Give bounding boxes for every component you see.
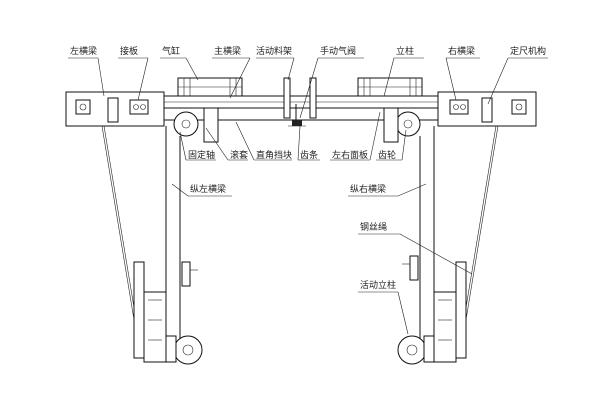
label-left-crossbeam: 左横梁 bbox=[70, 45, 97, 57]
right-bracket bbox=[409, 255, 419, 281]
right-weight-block bbox=[433, 291, 457, 363]
label-movable-rack: 活动料架 bbox=[256, 45, 292, 57]
bottom-assembly-right bbox=[397, 261, 467, 365]
movable-rack-post bbox=[283, 77, 291, 119]
right-bolt-plate bbox=[511, 99, 527, 115]
label-gear: 齿轮 bbox=[378, 149, 396, 161]
label-connecting-plate: 接板 bbox=[120, 45, 138, 57]
vertical-frame bbox=[165, 126, 435, 360]
left-wheel bbox=[173, 335, 203, 365]
label-longitudinal-left-beam: 纵左横梁 bbox=[190, 183, 226, 195]
label-air-cylinder: 气缸 bbox=[162, 45, 180, 57]
bolt-icon bbox=[140, 104, 146, 110]
right-gear bbox=[395, 111, 421, 137]
label-right-crossbeam: 右横梁 bbox=[448, 45, 475, 57]
sizing-mechanism bbox=[481, 97, 493, 123]
manual-valve-icon bbox=[292, 120, 302, 126]
right-gear-housing bbox=[383, 107, 399, 143]
left-movable-column bbox=[133, 261, 145, 359]
label-rack: 齿条 bbox=[300, 149, 318, 161]
label-sizing-mechanism: 定尺机构 bbox=[510, 45, 546, 57]
label-main-crossbeam: 主横梁 bbox=[214, 45, 241, 57]
connecting-plate bbox=[129, 99, 149, 115]
label-manual-valve: 手动气阀 bbox=[320, 45, 356, 57]
right-movable-column bbox=[455, 261, 467, 359]
label-longitudinal-right-beam: 纵右横梁 bbox=[350, 183, 386, 195]
leader-lines bbox=[68, 57, 548, 335]
label-right-angle-block: 直角挡块 bbox=[256, 149, 292, 161]
right-wheel bbox=[397, 335, 427, 365]
bolt-icon bbox=[515, 103, 523, 111]
label-column: 立柱 bbox=[396, 45, 414, 57]
bolt-icon bbox=[453, 104, 459, 110]
right-connecting-plate bbox=[449, 99, 469, 115]
bolt-icon bbox=[460, 104, 466, 110]
bolt-icon bbox=[133, 104, 139, 110]
left-bracket bbox=[181, 261, 191, 287]
crossbeam-assembly bbox=[65, 77, 537, 143]
bolt-icon bbox=[79, 103, 87, 111]
label-movable-column: 活动立柱 bbox=[360, 279, 396, 291]
label-lr-panel: 左右面板 bbox=[332, 149, 368, 161]
left-weight-block bbox=[143, 291, 167, 363]
label-roller-sleeve: 滚套 bbox=[230, 149, 248, 161]
left-bolt-plate bbox=[75, 99, 91, 115]
label-wire-rope: 钢丝绳 bbox=[360, 221, 387, 233]
movable-rack-post bbox=[309, 77, 317, 119]
left-gear-housing bbox=[203, 107, 219, 143]
label-fixed-shaft: 固定轴 bbox=[188, 149, 215, 161]
bottom-assembly-left bbox=[133, 261, 203, 365]
left-gear bbox=[173, 111, 199, 137]
clamp-block bbox=[107, 97, 119, 123]
labels: 左横梁 接板 气缸 主横梁 活动料架 手动气阀 立柱 右横梁 定尺机构 固定轴 … bbox=[70, 45, 546, 291]
